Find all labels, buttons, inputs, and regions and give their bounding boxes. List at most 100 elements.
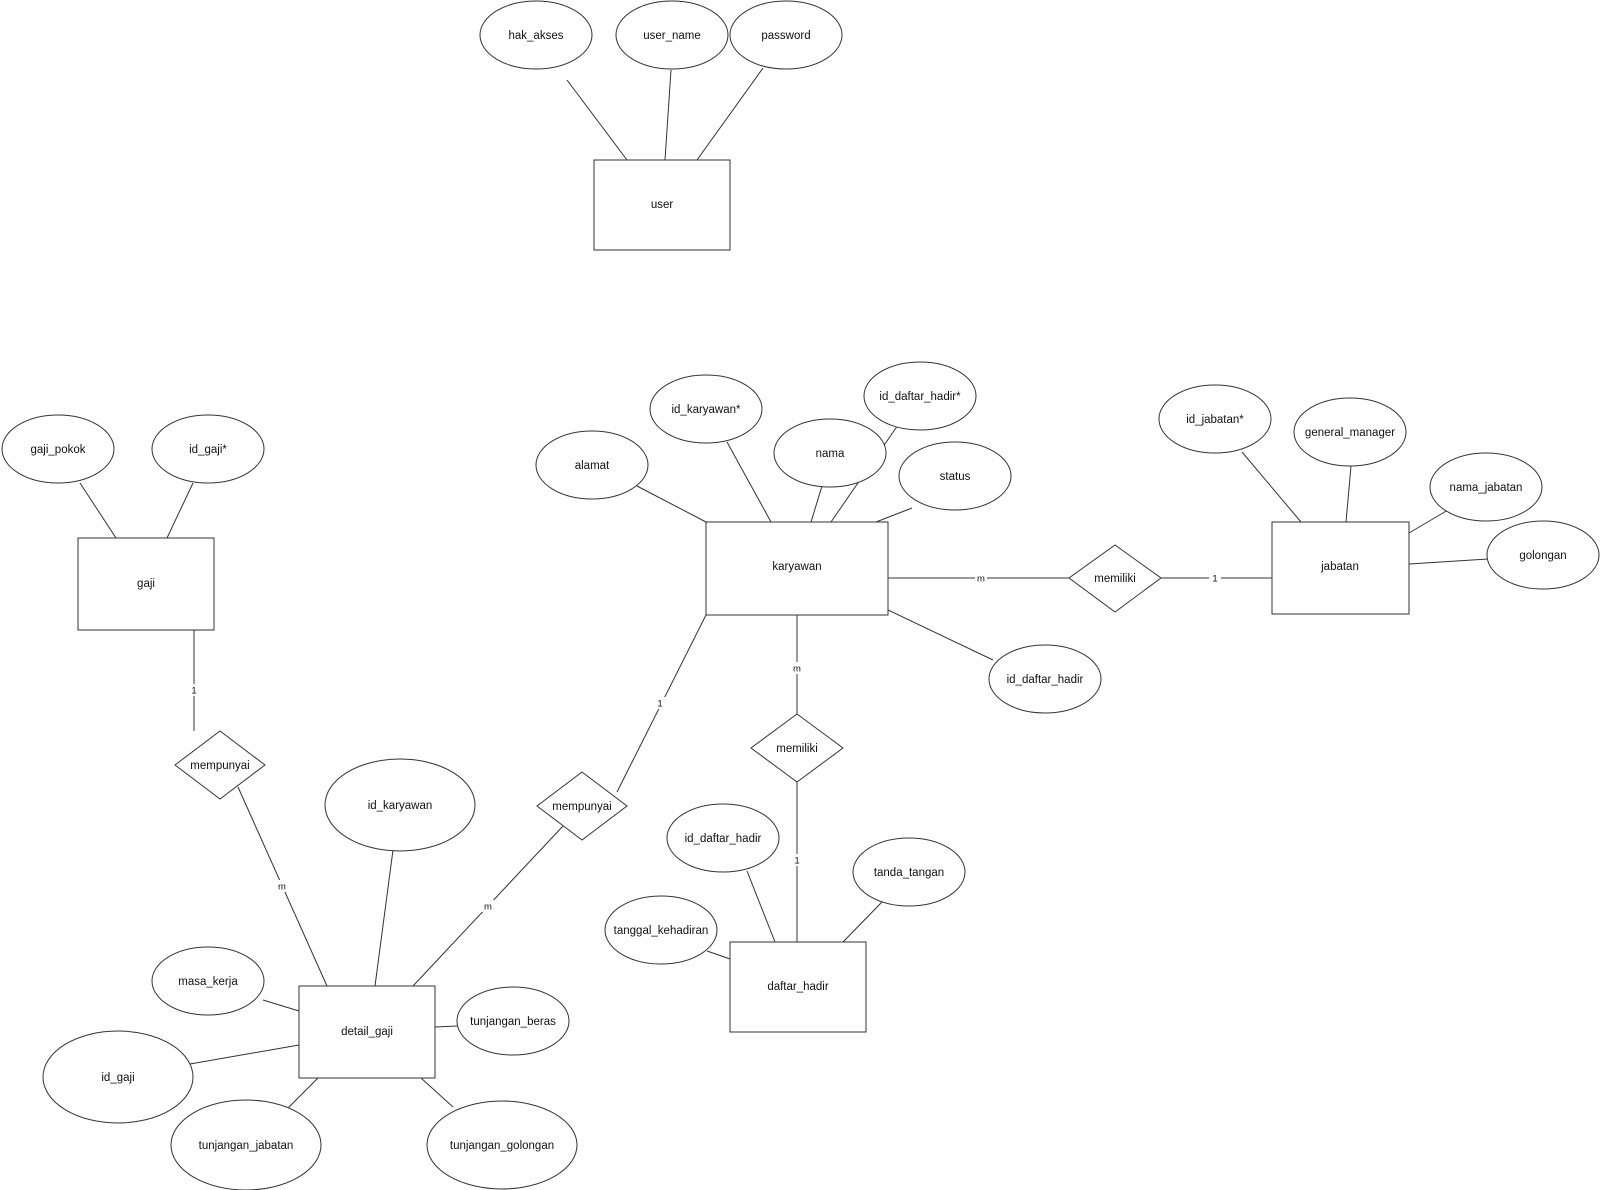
- attribute-tanda-tangan[interactable]: tanda_tangan: [852, 837, 966, 907]
- line-user-hak-akses: [566, 79, 628, 161]
- attribute-label-id-karyawan-key: id_karyawan*: [671, 404, 741, 416]
- attribute-label-id-daftar-hadir-karyawan: id_daftar_hadir: [1007, 674, 1084, 686]
- attribute-label-id-jabatan-key: id_jabatan*: [1186, 414, 1244, 426]
- attribute-tunjangan-jabatan[interactable]: tunjangan_jabatan: [170, 1099, 322, 1190]
- attribute-hak-akses[interactable]: hak_akses: [479, 0, 593, 70]
- entity-daftar-hadir[interactable]: daftar_hadir: [729, 941, 867, 1033]
- attribute-masa-kerja[interactable]: masa_kerja: [151, 946, 265, 1016]
- relationship-memiliki-jabatan[interactable]: memiliki: [1068, 544, 1162, 613]
- attribute-label-masa-kerja: masa_kerja: [178, 976, 238, 988]
- entity-user[interactable]: user: [593, 159, 731, 251]
- attribute-tanggal-kehadiran[interactable]: tanggal_kehadiran: [604, 895, 718, 965]
- entity-label-karyawan: karyawan: [772, 561, 821, 573]
- attribute-label-id-daftar-hadir-hadir: id_daftar_hadir: [685, 833, 762, 845]
- attribute-user-name[interactable]: user_name: [615, 0, 729, 70]
- line-jabatan-id-jabatan-key: [1241, 451, 1302, 523]
- line-detail-gaji-id-gaji: [189, 1044, 300, 1065]
- line-jabatan-nama-jabatan: [1408, 509, 1449, 534]
- line-detail-gaji-masa-kerja: [262, 999, 300, 1012]
- line-karyawan-status: [875, 507, 913, 523]
- attribute-id-jabatan-key[interactable]: id_jabatan*: [1158, 384, 1272, 454]
- attribute-label-status: status: [940, 471, 971, 483]
- cardinality-bg: [1209, 572, 1221, 584]
- line-daftar-hadir-id-daftar-hadir: [746, 870, 776, 943]
- relationships: memiliki memiliki mempunyai mempunyai: [174, 544, 1162, 841]
- attribute-tunjangan-golongan[interactable]: tunjangan_golongan: [426, 1100, 578, 1190]
- cardinality-bg: [975, 572, 987, 584]
- attribute-label-gaji-pokok: gaji_pokok: [31, 444, 86, 456]
- entity-karyawan[interactable]: karyawan: [705, 521, 889, 616]
- line-detail-gaji-tunjangan-golongan: [420, 1077, 454, 1108]
- entity-label-jabatan: jabatan: [1320, 561, 1359, 573]
- cardinality-karyawan-mempunyai: 1: [657, 699, 662, 710]
- attribute-id-karyawan[interactable]: id_karyawan: [324, 758, 476, 852]
- attribute-label-tunjangan-golongan: tunjangan_golongan: [450, 1140, 554, 1152]
- entity-label-gaji: gaji: [137, 578, 155, 590]
- entity-label-daftar-hadir: daftar_hadir: [767, 981, 829, 993]
- line-karyawan-id-karyawan-key: [726, 441, 772, 523]
- attribute-tunjangan-beras[interactable]: tunjangan_beras: [456, 986, 570, 1056]
- attribute-label-password: password: [761, 30, 810, 42]
- line-detail-gaji-id-karyawan: [374, 849, 394, 987]
- cardinality-memiliki-daftar-hadir: 1: [794, 856, 799, 867]
- attribute-id-gaji-key[interactable]: id_gaji*: [151, 414, 265, 484]
- attribute-label-id-gaji: id_gaji: [101, 1072, 134, 1084]
- line-detail-gaji-tunjangan-jabatan: [286, 1077, 319, 1110]
- attribute-label-hak-akses: hak_akses: [509, 30, 564, 42]
- attribute-id-daftar-hadir-hadir[interactable]: id_daftar_hadir: [666, 803, 780, 873]
- attribute-label-general-manager: general_manager: [1305, 427, 1395, 439]
- entity-gaji[interactable]: gaji: [77, 537, 215, 631]
- attribute-label-nama: nama: [816, 448, 845, 460]
- cardinality-bg: [654, 697, 666, 709]
- attribute-label-tunjangan-beras: tunjangan_beras: [470, 1016, 556, 1028]
- relationship-mempunyai-karyawan[interactable]: mempunyai: [536, 771, 628, 841]
- cardinality-mempunyai-detail-gaji-right: m: [484, 902, 492, 913]
- attribute-general-manager[interactable]: general_manager: [1293, 397, 1407, 467]
- attribute-nama-jabatan[interactable]: nama_jabatan: [1429, 452, 1543, 522]
- line-detail-gaji-tunjangan-beras: [434, 1025, 458, 1028]
- relationship-memiliki-hadir[interactable]: memiliki: [750, 713, 844, 783]
- attribute-password[interactable]: password: [729, 0, 843, 70]
- relationship-mempunyai-gaji[interactable]: mempunyai: [174, 730, 266, 800]
- line-daftar-hadir-tanggal-kehadiran: [706, 950, 731, 960]
- cardinality-bg: [791, 662, 803, 674]
- attribute-id-karyawan-key[interactable]: id_karyawan*: [649, 374, 763, 444]
- entity-detail-gaji[interactable]: detail_gaji: [298, 985, 436, 1079]
- cardinality-karyawan-memiliki: m: [977, 574, 985, 585]
- entities: user gaji karyawan jabatan detail_gaji d…: [77, 159, 1410, 1079]
- attribute-label-tanda-tangan: tanda_tangan: [874, 867, 944, 879]
- attribute-id-daftar-hadir-karyawan[interactable]: id_daftar_hadir: [988, 644, 1102, 714]
- attribute-alamat[interactable]: alamat: [535, 430, 649, 500]
- line-user-password: [696, 67, 764, 161]
- attribute-nama[interactable]: nama: [773, 418, 887, 488]
- attribute-label-alamat: alamat: [575, 460, 610, 472]
- relationship-label-memiliki-hadir: memiliki: [776, 743, 818, 755]
- line-gaji-id-gaji-key: [166, 482, 194, 539]
- cardinality-bg: [791, 854, 803, 866]
- cardinality-bg: [482, 900, 494, 912]
- cardinality-karyawan-memiliki-hadir: m: [793, 664, 801, 675]
- cardinality-mempunyai-detail-gaji-left: m: [278, 882, 286, 893]
- cardinality-bg: [188, 684, 200, 696]
- attribute-gaji-pokok[interactable]: gaji_pokok: [1, 414, 115, 484]
- attribute-golongan[interactable]: golongan: [1486, 520, 1600, 590]
- line-user-user-name: [664, 69, 672, 161]
- attribute-id-daftar-hadir-key[interactable]: id_daftar_hadir*: [863, 361, 977, 431]
- line-karyawan-id-daftar-hadir: [887, 609, 994, 661]
- entity-jabatan[interactable]: jabatan: [1271, 521, 1410, 615]
- cardinality-bg: [276, 880, 288, 892]
- attribute-label-tunjangan-jabatan: tunjangan_jabatan: [199, 1140, 294, 1152]
- entity-label-user: user: [651, 199, 674, 211]
- attribute-label-id-daftar-hadir-key: id_daftar_hadir*: [879, 391, 961, 403]
- attribute-label-id-karyawan: id_karyawan: [368, 800, 433, 812]
- cardinality-gaji-mempunyai: 1: [191, 686, 196, 697]
- line-jabatan-general-manager: [1345, 465, 1352, 523]
- relationship-label-mempunyai-gaji: mempunyai: [190, 760, 249, 772]
- attribute-id-gaji[interactable]: id_gaji: [42, 1030, 194, 1124]
- attribute-label-id-gaji-key: id_gaji*: [189, 444, 227, 456]
- attribute-label-golongan: golongan: [1519, 550, 1566, 562]
- attribute-label-tanggal-kehadiran: tanggal_kehadiran: [614, 925, 709, 937]
- attribute-status[interactable]: status: [898, 441, 1012, 511]
